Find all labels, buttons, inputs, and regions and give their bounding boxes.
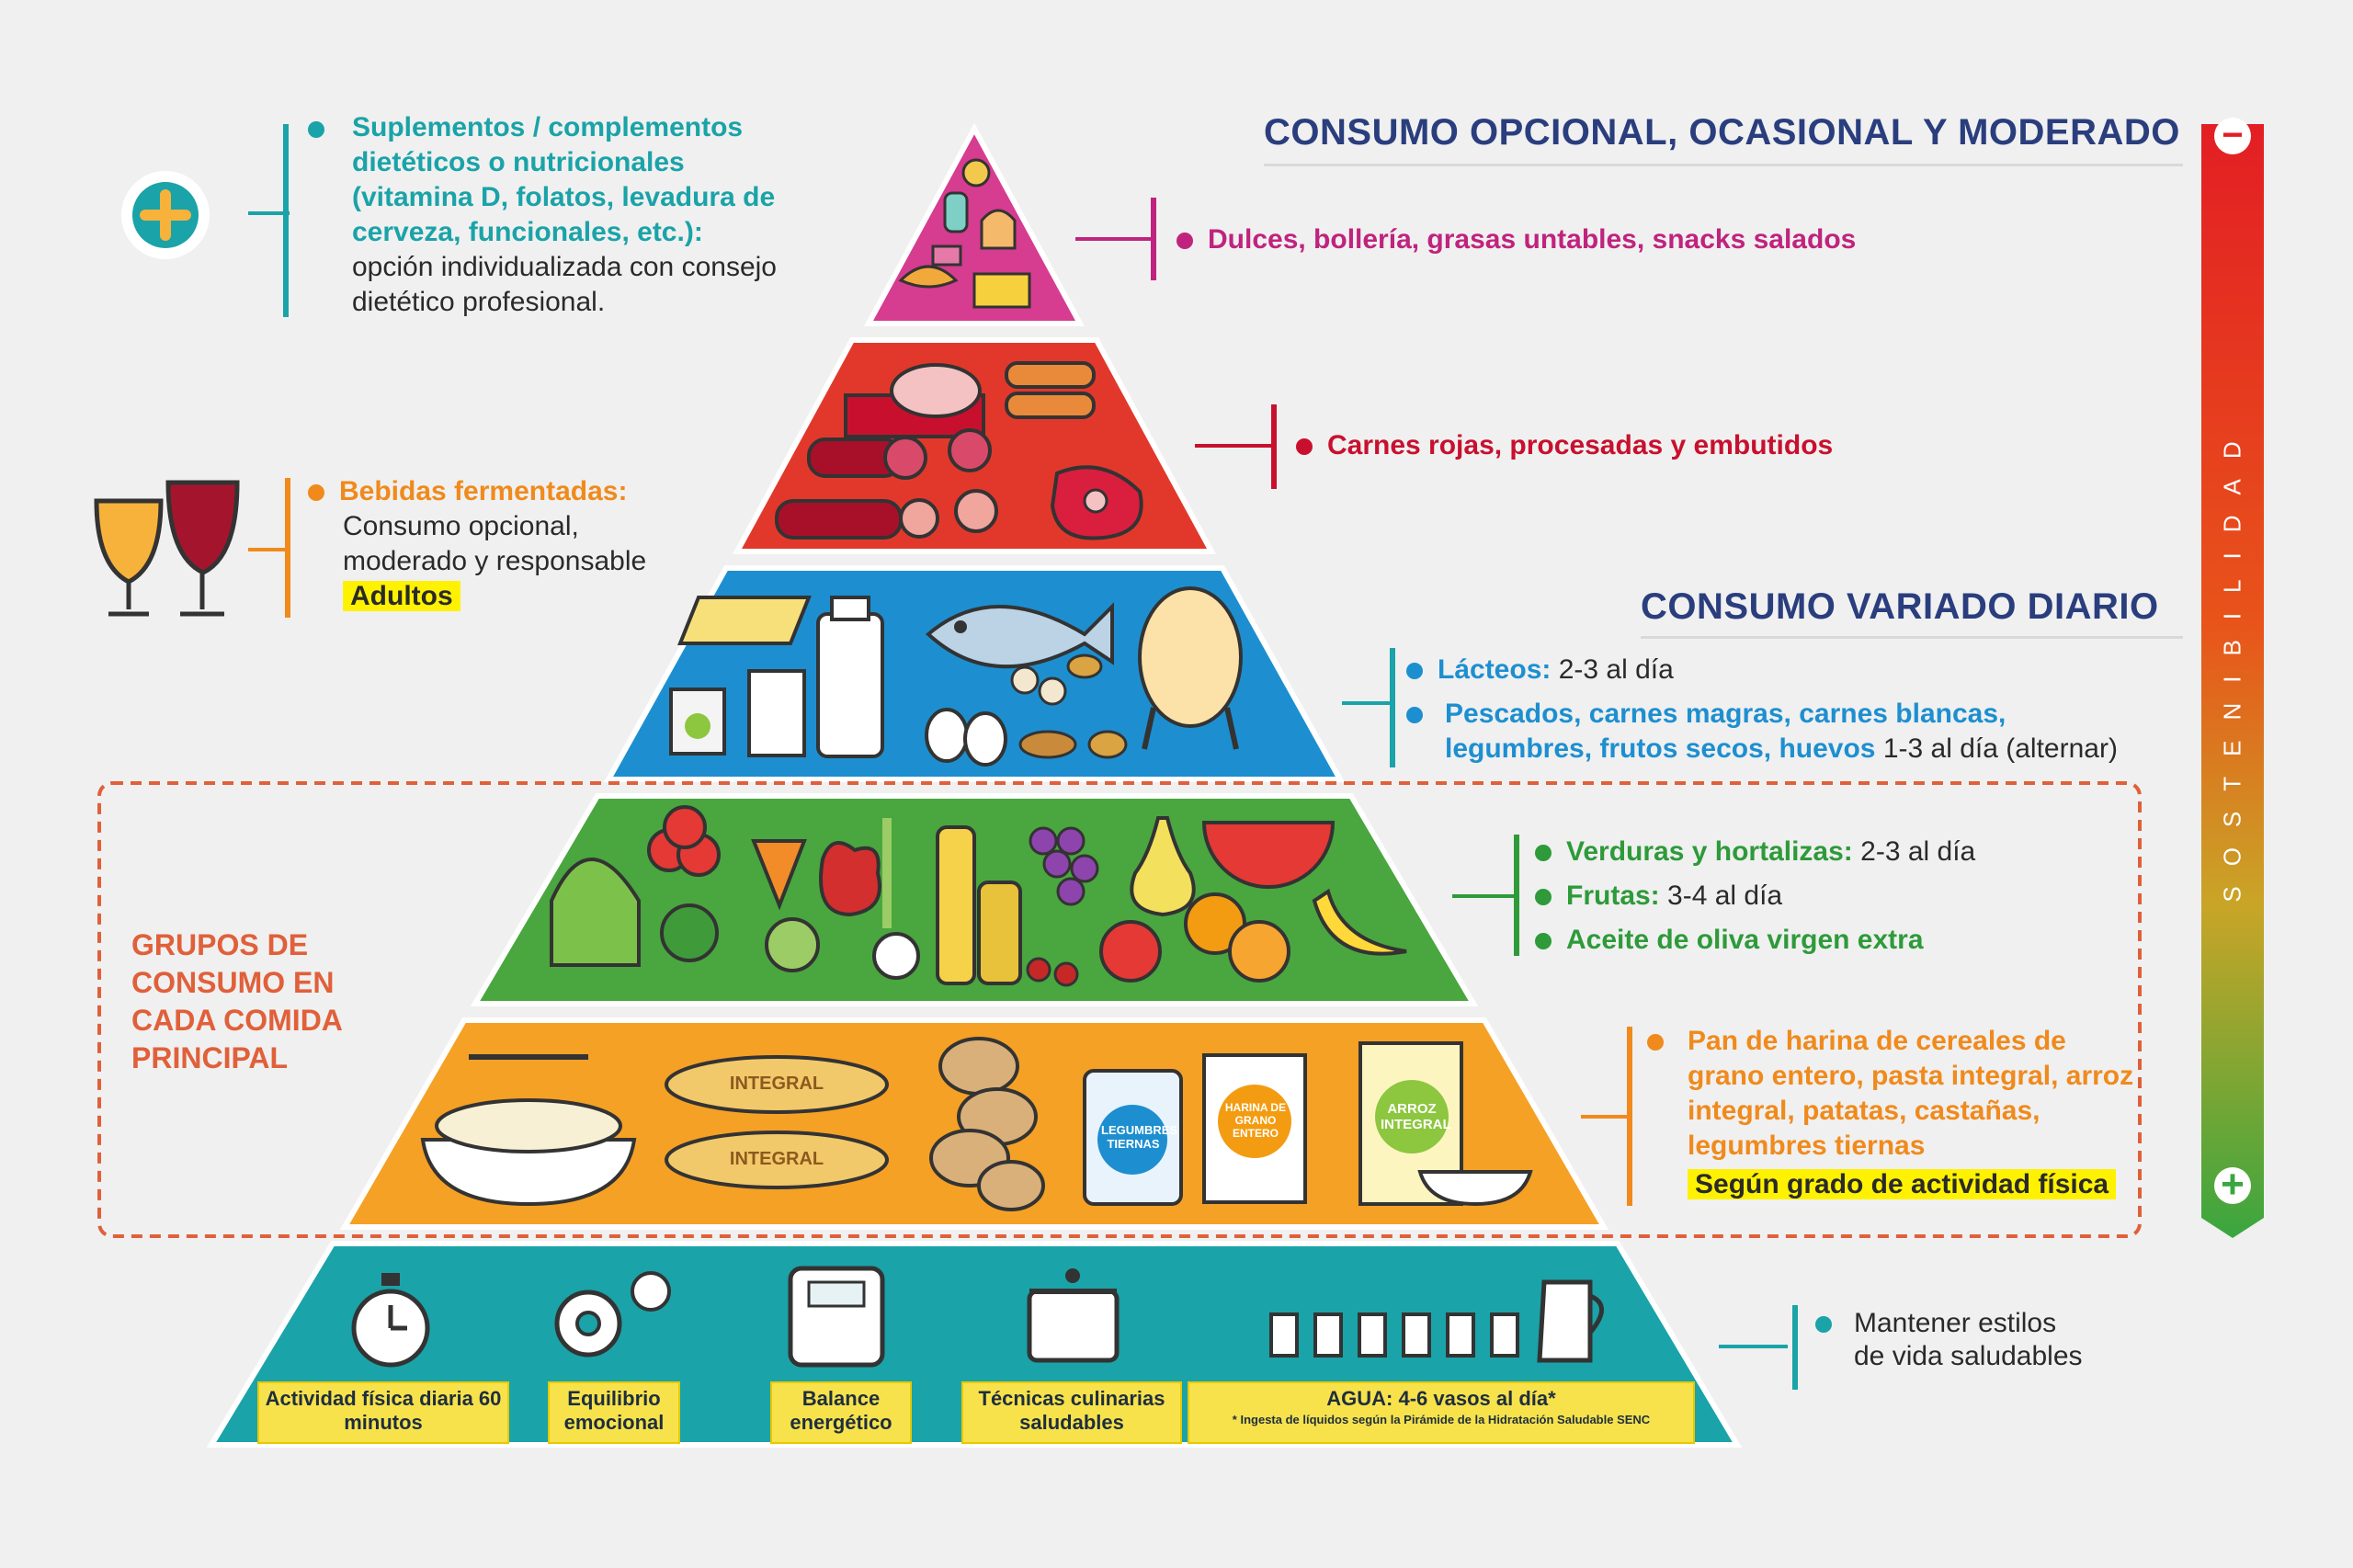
integral-label-2: INTEGRAL xyxy=(729,1149,824,1169)
dairy-line: Lácteos: 2-3 al día xyxy=(1406,653,1674,687)
harina-label: HARINA DE GRANO ENTERO xyxy=(1224,1101,1287,1140)
wine-glasses-icon xyxy=(94,480,240,617)
fruit-label: Frutas: xyxy=(1566,881,1660,911)
cereals-text: Pan de harina de cereales de grano enter… xyxy=(1647,1024,2143,1202)
connector-lines xyxy=(248,211,1788,1348)
sweets-icons xyxy=(898,158,1031,309)
sweets-label: Dulces, bollería, grasas untables, snack… xyxy=(1208,224,1857,255)
cereals-bar xyxy=(1627,1027,1632,1206)
sustainability-plus-circle xyxy=(2214,1167,2251,1204)
meats-icons xyxy=(775,361,1143,540)
energy-balance-label: Balance energético xyxy=(770,1381,912,1444)
lifestyle-bar xyxy=(1792,1305,1798,1390)
beverages-text: Bebidas fermentadas: Consumo opcional, m… xyxy=(308,474,694,614)
groups-dashed-box xyxy=(97,781,2142,1238)
integral-label-1: INTEGRAL xyxy=(729,1074,824,1094)
supplements-head: Suplementos / complementos dietéticos o … xyxy=(352,112,776,247)
base-icons xyxy=(351,1266,1604,1368)
veg-line: Verduras y hortalizas: 2-3 al día xyxy=(1535,835,1975,869)
veg-value: 2-3 al día xyxy=(1860,836,1976,867)
lifestyle-bullet xyxy=(1815,1316,1832,1333)
protein-bullet xyxy=(1406,707,1423,723)
emotional-label: Equilibrio emocional xyxy=(548,1381,680,1444)
sweets-bullet xyxy=(1176,233,1193,250)
sweets-line: Dulces, bollería, grasas untables, snack… xyxy=(1176,222,1856,257)
sustainability-minus: − xyxy=(2222,115,2244,155)
fruits-vegetables-icons xyxy=(550,805,1407,987)
protein-value: 1-3 al día (alternar) xyxy=(1882,733,2118,764)
beverages-body-1: Consumo opcional, xyxy=(343,511,579,541)
supplements-plus-icon xyxy=(121,171,210,259)
arroz-label: ARROZ INTEGRAL xyxy=(1381,1101,1451,1132)
sweets-bar xyxy=(1151,198,1156,280)
beverages-bullet xyxy=(308,484,324,502)
supplements-bullet xyxy=(308,121,324,138)
cereals-activity-badge: Según grado de actividad física xyxy=(1688,1169,2117,1199)
daily-consumption-title: CONSUMO VARIADO DIARIO xyxy=(1641,586,2159,627)
supplements-bar xyxy=(283,124,289,317)
fruits-veg-bar xyxy=(1514,835,1519,956)
sustainability-minus-circle xyxy=(2214,118,2251,154)
sustainability-plus: + xyxy=(2221,1162,2245,1207)
veg-label: Verduras y hortalizas: xyxy=(1566,836,1853,867)
water-label: AGUA: 4-6 vasos al día* * Ingesta de líq… xyxy=(1188,1381,1695,1444)
lifestyle-line: Mantener estilos de vida saludables xyxy=(1815,1307,2091,1373)
sustainability-bar xyxy=(2201,124,2264,1238)
fruit-bullet xyxy=(1535,889,1552,906)
dairy-value: 2-3 al día xyxy=(1558,654,1674,685)
meats-label: Carnes rojas, procesadas y embutidos xyxy=(1327,430,1834,460)
daily-title-rule xyxy=(1641,636,2183,639)
meats-line: Carnes rojas, procesadas y embutidos xyxy=(1296,428,1833,463)
beverages-adults-badge: Adultos xyxy=(343,581,460,611)
dairy-bullet xyxy=(1406,663,1423,680)
oil-label: Aceite de oliva virgen extra xyxy=(1566,925,1924,955)
cereals-icons xyxy=(420,1037,1533,1211)
meats-bar xyxy=(1271,404,1277,489)
dairy-protein-icons xyxy=(669,586,1243,767)
legumbres-label: LEGUMBRES TIERNAS xyxy=(1101,1123,1178,1151)
meats-bullet xyxy=(1296,438,1313,456)
water-text: AGUA: 4-6 vasos al día* xyxy=(1326,1387,1556,1410)
veg-bullet xyxy=(1535,845,1552,862)
cereals-label: Pan de harina de cereales de grano enter… xyxy=(1688,1026,2134,1161)
oil-line: Aceite de oliva virgen extra xyxy=(1535,923,1924,958)
protein-line: Pescados, carnes magras, carnes blancas,… xyxy=(1406,697,2142,767)
sustainability-label: SOSTENIBILIDAD xyxy=(2218,421,2246,903)
beverages-body-2: moderado y responsable xyxy=(343,546,647,576)
oil-bullet xyxy=(1535,933,1552,950)
dairy-label: Lácteos: xyxy=(1438,654,1552,685)
supplements-body: opción individualizada con consejo dieté… xyxy=(352,252,777,317)
activity-label: Actividad física diaria 60 minutos xyxy=(257,1381,509,1444)
cooking-techniques-label: Técnicas culinarias saludables xyxy=(961,1381,1182,1444)
fruit-value: 3-4 al día xyxy=(1667,881,1783,911)
groups-label: GRUPOS DE CONSUMO EN CADA COMIDA PRINCIP… xyxy=(131,928,342,1074)
lifestyle-label: Mantener estilos de vida saludables xyxy=(1854,1308,2083,1371)
supplements-text: Suplementos / complementos dietéticos o … xyxy=(308,110,786,320)
cereals-bullet xyxy=(1647,1034,1664,1051)
optional-title-rule xyxy=(1264,164,2183,166)
protein-label: Pescados, carnes magras, carnes blancas,… xyxy=(1445,699,2006,764)
fruit-line: Frutas: 3-4 al día xyxy=(1535,879,1782,914)
beverages-bar xyxy=(285,478,290,618)
beverages-head: Bebidas fermentadas: xyxy=(339,476,628,506)
optional-consumption-title: CONSUMO OPCIONAL, OCASIONAL Y MODERADO xyxy=(1264,112,2180,153)
water-note: * Ingesta de líquidos según la Pirámide … xyxy=(1232,1413,1651,1426)
dairy-protein-bar xyxy=(1390,648,1395,767)
